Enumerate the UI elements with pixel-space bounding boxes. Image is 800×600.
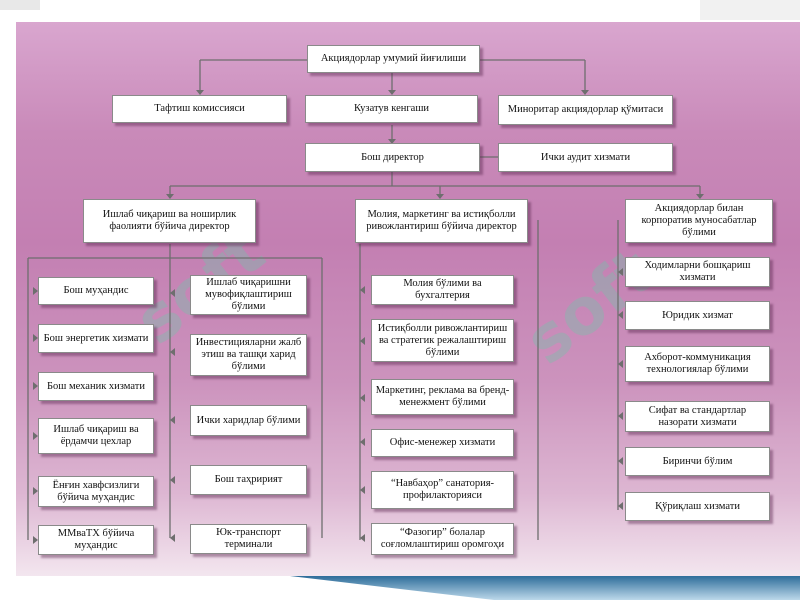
chief-mechanic-label: Бош механик хизмати	[47, 380, 145, 392]
connector-arrowheads	[33, 90, 704, 544]
finance-accounting-box: Молия бўлими ва бухгалтерия	[371, 275, 514, 305]
mm-engineer-label: ММваТХ бўйича муҳандис	[57, 528, 135, 551]
fazogir-camp-box: “Фазогир” болалар соғломлаштириш оромгоҳ…	[371, 523, 514, 555]
legal-service-label: Юридик хизмат	[662, 309, 733, 321]
shareholder-relations-box: Акциядорлар билан корпоратив муносабатла…	[625, 199, 773, 243]
security-service-label: Қўриқлаш хизмати	[655, 500, 740, 512]
production-coordination-label: Ишлаб чиқаришни мувофиқлаштириш бўлими	[205, 277, 292, 312]
strategic-planning-label: Истиқболли ривожлан­тириш ва стратегик р…	[377, 322, 508, 358]
chief-energy-box: Бош энергетик хизмати	[38, 324, 154, 353]
mm-engineer-box: ММваТХ бўйича муҳандис	[38, 525, 154, 555]
legal-service-box: Юридик хизмат	[625, 301, 770, 330]
supervisory-board-label: Кузатув кенгаши	[353, 103, 430, 114]
security-service-box: Қўриқлаш хизмати	[625, 492, 770, 521]
internal-procurement-label: Ички харидлар бўлими	[196, 414, 301, 426]
marketing-brand-box: Маркетинг, реклама ва бренд-менежмент бў…	[371, 379, 514, 415]
top-right-bar	[700, 0, 800, 20]
workshops-label: Ишлаб чиқариш ва ёрдамчи цехлар	[53, 424, 139, 447]
editorial-office-box: Бош таҳририят	[190, 465, 307, 495]
workshops-box: Ишлаб чиқариш ва ёрдамчи цехлар	[38, 418, 154, 454]
internal-procurement-box: Ички харидлар бўлими	[190, 405, 307, 436]
chief-engineer-label: Бош муҳандис	[63, 285, 129, 296]
office-manager-label: Офис-менежер хизмати	[389, 437, 496, 448]
quality-control-label: Сифат ва стандартлар назорати хизмати	[648, 404, 747, 428]
fire-safety-engineer-label: Ёнғин хавфсизлиги бўйича муҳандис	[52, 479, 140, 503]
internal-audit-box: Ички аудит хизмати	[498, 143, 673, 172]
production-director-box: Ишлаб чиқариш ва ношир­лик фаолияти бўйи…	[83, 199, 256, 243]
cargo-terminal-box: Юк-транспорт терминали	[190, 524, 307, 554]
finance-accounting-label: Молия бўлими ва бухгалтерия	[403, 278, 482, 301]
shareholders-meeting-label: Акциядорлар умумий йиғилиши	[320, 53, 467, 64]
hr-service-box: Ходимларни бошқариш хизмати	[625, 257, 770, 287]
hr-service-label: Ходимларни бошқариш хизмати	[644, 260, 751, 283]
ict-department-box: Ахборот-коммуникация технологиялар бўлим…	[625, 346, 770, 382]
supervisory-board-box: Кузатув кенгаши	[305, 95, 478, 123]
cargo-terminal-label: Юк-транспорт терминали	[216, 527, 281, 550]
chief-mechanic-box: Бош механик хизмати	[38, 372, 154, 401]
audit-commission-box: Тафтиш комиссияси	[112, 95, 287, 123]
production-director-label: Ишлаб чиқариш ва ношир­лик фаолияти бўйи…	[102, 209, 237, 232]
strategic-planning-box: Истиқболли ривожлан­тириш ва стратегик р…	[371, 319, 514, 362]
audit-commission-label: Тафтиш комиссияси	[154, 103, 245, 114]
chief-energy-label: Бош энергетик хизмати	[43, 332, 149, 344]
fazogir-camp-label: “Фазогир” болалар соғломлаштириш оромгоҳ…	[380, 527, 505, 550]
finance-director-label: Молия, маркетинг ва истиқболли ривожлант…	[366, 209, 517, 232]
navbahor-sanatorium-label: “Навбаҳор” санатория-профилакторияси	[390, 478, 495, 501]
navbahor-sanatorium-box: “Навбаҳор” санатория-профилакторияси	[371, 471, 514, 509]
minority-committee-label: Миноритар акциядорлар қўмитаси	[507, 104, 664, 115]
investment-procurement-box: Инвестицияларни жалб этиш ва ташқи харид…	[190, 334, 307, 376]
general-director-box: Бош директор	[305, 143, 480, 172]
shareholder-relations-label: Акциядорлар билан корпоратив муносабатла…	[641, 203, 757, 238]
chief-engineer-box: Бош муҳандис	[38, 277, 154, 305]
marketing-brand-label: Маркетинг, реклама ва бренд-менежмент бў…	[375, 385, 510, 408]
ict-department-label: Ахборот-коммуникация технологиялар бўлим…	[644, 352, 751, 375]
quality-control-box: Сифат ва стандартлар назорати хизмати	[625, 401, 770, 432]
first-department-label: Биринчи бўлим	[662, 455, 733, 467]
minority-committee-box: Миноритар акциядорлар қўмитаси	[498, 95, 673, 125]
first-department-box: Биринчи бўлим	[625, 447, 770, 476]
internal-audit-label: Ички аудит хизмати	[540, 151, 631, 163]
investment-procurement-label: Инвестицияларни жалб этиш ва ташқи харид…	[195, 337, 302, 372]
office-manager-box: Офис-менежер хизмати	[371, 429, 514, 457]
finance-director-box: Молия, маркетинг ва истиқболли ривожлант…	[355, 199, 528, 243]
fire-safety-engineer-box: Ёнғин хавфсизлиги бўйича муҳандис	[38, 476, 154, 507]
top-left-bar	[0, 0, 40, 10]
general-director-label: Бош директор	[361, 151, 424, 163]
production-coordination-box: Ишлаб чиқаришни мувофиқлаштириш бўлими	[190, 275, 307, 315]
shareholders-meeting-box: Акциядорлар умумий йиғилиши	[307, 45, 480, 73]
editorial-office-label: Бош таҳририят	[214, 474, 283, 485]
